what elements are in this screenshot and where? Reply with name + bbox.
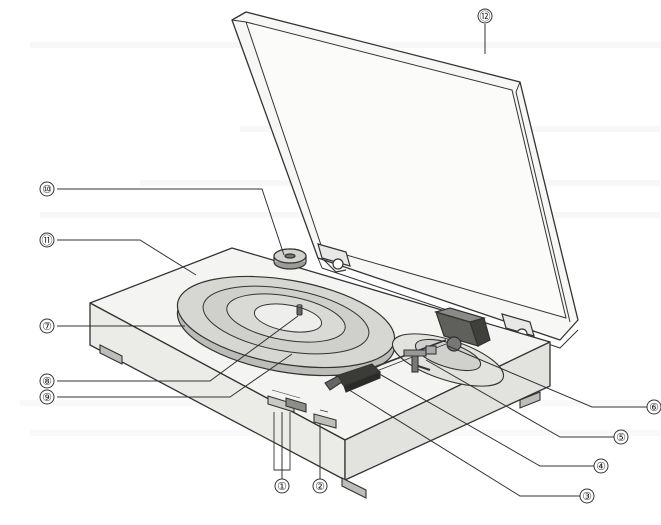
- callout-10: ⑩: [39, 181, 55, 197]
- callout-12-label: ⑫: [480, 10, 491, 23]
- callout-9: ⑨: [39, 389, 55, 405]
- callout-10-label: ⑩: [42, 183, 52, 196]
- callout-2-label: ②: [315, 480, 325, 493]
- callout-3-label: ③: [582, 490, 592, 503]
- callout-9-label: ⑨: [42, 391, 52, 404]
- callout-12: ⑫: [477, 8, 493, 24]
- dust-cover-hinge-left: [317, 243, 351, 273]
- tonearm-pivot: [433, 307, 491, 352]
- spindle: [296, 304, 303, 316]
- dust-cover: [231, 11, 579, 349]
- callout-7: ⑦: [39, 318, 55, 334]
- callouts: ⑫ ⑩ ⑪ ⑦ ⑧ ⑨ ① ②: [39, 8, 661, 504]
- headshell: [324, 363, 381, 393]
- callout-4-label: ④: [596, 460, 606, 473]
- callout-6-label: ⑥: [649, 401, 659, 414]
- leader-lines: [57, 24, 648, 497]
- callout-11: ⑪: [39, 232, 55, 248]
- feet: [99, 344, 541, 499]
- callout-6: ⑥: [646, 399, 661, 415]
- arm-rest: [403, 349, 427, 373]
- callout-8: ⑧: [39, 373, 55, 389]
- start-stop-button: [313, 409, 337, 429]
- platter: [176, 275, 396, 377]
- adapter-holder: [273, 248, 307, 270]
- callout-11-label: ⑪: [42, 234, 53, 247]
- callout-5-label: ⑤: [616, 431, 626, 444]
- callout-5: ⑤: [613, 429, 629, 445]
- callout-4: ④: [593, 458, 609, 474]
- cue-lever: [417, 345, 437, 371]
- callout-1: ①: [274, 478, 290, 494]
- callout-7-label: ⑦: [42, 320, 52, 333]
- callout-8-label: ⑧: [42, 375, 52, 388]
- speed-selector: [267, 389, 307, 413]
- callout-3: ③: [579, 488, 595, 504]
- callout-2: ②: [312, 478, 328, 494]
- callout-1-label: ①: [277, 480, 287, 493]
